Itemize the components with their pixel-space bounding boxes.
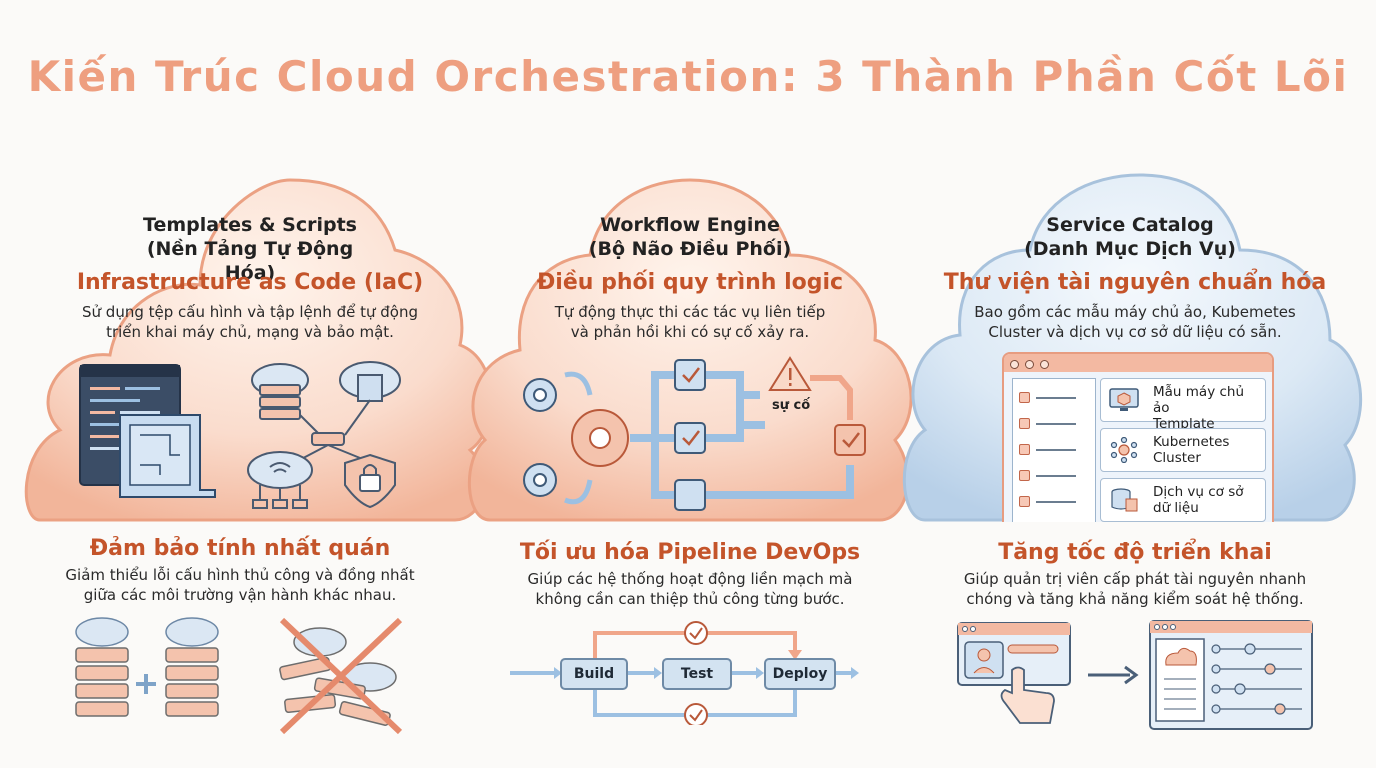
workflow-illustration	[523, 356, 866, 511]
pipeline-deploy: Deploy	[764, 658, 836, 690]
database-icon	[1111, 488, 1138, 512]
warning-icon	[768, 356, 853, 420]
iac-illustration	[79, 361, 401, 509]
workflow-benefit-line2: không cần can thiệp thủ công từng bước.	[535, 590, 845, 608]
gears-icon	[523, 371, 629, 505]
iac-benefit-line2: giữa các môi trường vận hành khác nhau.	[83, 586, 397, 604]
catalog-benefit-line1: Giúp quản trị viên cấp phát tài nguyên n…	[963, 570, 1307, 588]
iac-desc-line1: Sử dụng tệp cấu hình và tập lệnh để tự đ…	[82, 303, 418, 321]
control-dashboard-icon	[1149, 620, 1313, 730]
catalog-benefit-title: Tăng tốc độ triển khai	[998, 540, 1272, 565]
catalog-benefit-line2: chóng và tăng khả năng kiểm soát hệ thốn…	[966, 590, 1304, 608]
catalog-item-k8s-line2: Cluster	[1153, 450, 1201, 466]
catalog-caption-line1: Service Catalog	[1046, 214, 1214, 236]
catalog-item-k8s-line1: Kubernetes	[1153, 434, 1230, 450]
iac-caption-line1: Templates & Scripts	[143, 214, 357, 236]
deploy-speed-illustration	[957, 620, 1313, 730]
catalog-window-titlebar	[1004, 354, 1272, 372]
pipeline-check-icon	[684, 621, 708, 725]
workflow-benefit-line1: Giúp các hệ thống hoạt động liền mạch mà	[527, 570, 853, 588]
workflow-benefit-title: Tối ưu hóa Pipeline DevOps	[519, 540, 861, 565]
page-title: Kiến Trúc Cloud Orchestration: 3 Thành P…	[27, 52, 1349, 101]
pipeline-test: Test	[662, 658, 732, 690]
catalog-desc-line2: Cluster và dịch vụ cơ sở dữ liệu có sẵn.	[988, 323, 1282, 341]
iac-benefit-line1: Giảm thiểu lỗi cấu hình thủ công và đồng…	[65, 566, 415, 584]
arrow-right-icon	[1088, 665, 1139, 685]
inconsistent-servers-icon	[279, 617, 403, 735]
monitor-cube-icon	[1109, 388, 1139, 411]
pipeline-build: Build	[560, 658, 628, 690]
workflow-desc-line2: và phản hồi khi có sự cố xảy ra.	[570, 323, 810, 341]
catalog-sidebar	[1012, 378, 1096, 522]
network-cluster-icon	[1110, 437, 1138, 463]
infrastructure-network-icon	[247, 361, 401, 509]
iac-benefit-title: Đảm bảo tính nhất quán	[89, 536, 391, 561]
blueprint-icon	[119, 414, 216, 498]
catalog-desc-line1: Bao gồm các mẫu máy chủ ảo, Kubemetes	[974, 303, 1296, 321]
hand-pointer-icon	[1000, 666, 1055, 724]
catalog-item-vm-line1: Mẫu máy chủ ảo	[1153, 384, 1245, 416]
catalog-item-db-line2: dữ liệu	[1153, 500, 1199, 516]
workflow-caption-line1: Workflow Engine	[600, 214, 780, 236]
iac-caption-line2: (Nền Tảng Tự Động Hóa)	[146, 238, 354, 284]
consistency-illustration	[75, 617, 403, 735]
workflow-heading: Điều phối quy trình logic	[536, 270, 844, 295]
pipeline-arrows	[510, 621, 859, 725]
iac-desc-line2: triển khai máy chủ, mạng và bảo mật.	[106, 323, 394, 341]
user-panel-icon	[957, 622, 1071, 686]
catalog-heading: Thư viện tài nguyên chuẩn hóa	[943, 270, 1327, 295]
catalog-caption-line2: (Danh Mục Dịch Vụ)	[1024, 238, 1236, 260]
workflow-desc-line1: Tự động thực thi các tác vụ liên tiếp	[554, 303, 826, 321]
workflow-caption-line2: (Bộ Não Điều Phối)	[588, 238, 792, 260]
incident-label: sự cố	[772, 398, 811, 413]
check-tasks-icon	[674, 359, 866, 511]
catalog-item-db-line1: Dịch vụ cơ sở	[1153, 484, 1244, 500]
iac-heading: Infrastructure as Code (IaC)	[76, 270, 424, 295]
